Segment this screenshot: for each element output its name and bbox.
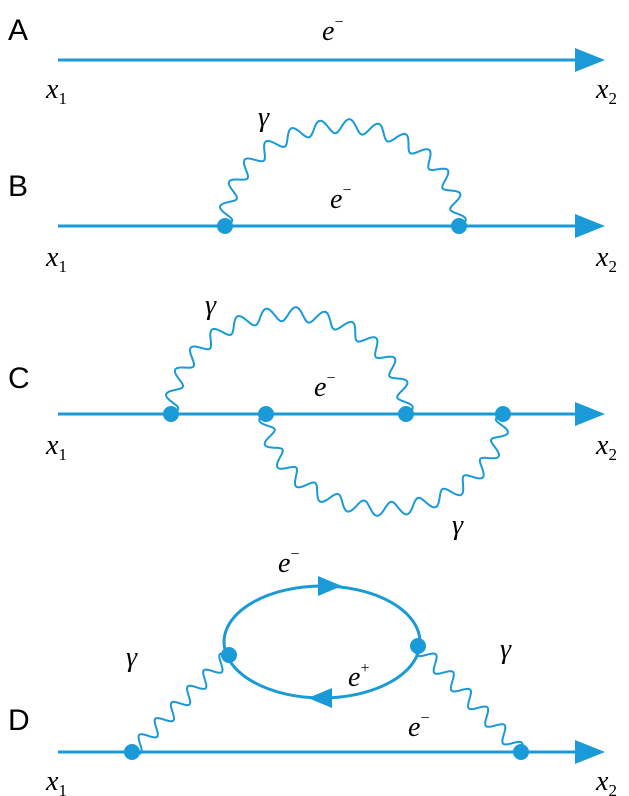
start-point-label: x1 bbox=[45, 766, 67, 796]
panel-label-c: C bbox=[8, 362, 30, 395]
vertex bbox=[398, 406, 414, 422]
fermion-loop bbox=[222, 584, 422, 700]
vertex bbox=[451, 218, 467, 234]
photon-label: γ bbox=[258, 102, 270, 133]
end-point-label: x2 bbox=[595, 430, 617, 464]
panel-label-b: B bbox=[8, 170, 28, 203]
loop-arrow-bottom bbox=[308, 688, 332, 708]
electron-label: e− bbox=[322, 14, 343, 47]
end-point-label: x2 bbox=[595, 242, 617, 276]
photon-line bbox=[415, 645, 524, 753]
panel-label-d: D bbox=[8, 704, 30, 737]
panel-label-a: A bbox=[8, 14, 28, 47]
vertex bbox=[513, 744, 529, 760]
arrowhead bbox=[575, 48, 605, 72]
electron-label: e− bbox=[330, 182, 351, 215]
photon-line bbox=[131, 652, 230, 755]
vertex bbox=[258, 406, 274, 422]
vertex bbox=[217, 218, 233, 234]
arrowhead bbox=[575, 402, 605, 426]
vertex bbox=[410, 638, 426, 654]
vertex bbox=[163, 406, 179, 422]
arrowhead bbox=[575, 740, 605, 764]
start-point-label: x1 bbox=[45, 430, 67, 464]
electron-label: e− bbox=[408, 710, 429, 743]
end-point-label: x2 bbox=[595, 74, 617, 108]
vertex bbox=[495, 406, 511, 422]
panel-b: B γ e− x1 x2 bbox=[8, 102, 617, 276]
panel-d: D e− e+ e− γ γ x1 x2 bbox=[8, 546, 617, 796]
panel-a: A e− x1 x2 bbox=[8, 14, 617, 108]
electron-loop-label: e− bbox=[278, 546, 299, 579]
photon-label: γ bbox=[500, 634, 512, 665]
photon-label: γ bbox=[452, 510, 464, 541]
photon-label: γ bbox=[205, 290, 217, 321]
start-point-label: x1 bbox=[45, 74, 67, 108]
arrowhead bbox=[575, 214, 605, 238]
electron-label: e− bbox=[314, 370, 335, 403]
loop-arrow-top bbox=[318, 576, 342, 596]
photon-line bbox=[219, 118, 467, 227]
vertex bbox=[221, 647, 237, 663]
photon-line bbox=[258, 413, 509, 517]
vertex bbox=[124, 744, 140, 760]
panel-c: C γ γ e− x1 x2 bbox=[8, 290, 617, 541]
start-point-label: x1 bbox=[45, 242, 67, 276]
photon-line bbox=[164, 306, 414, 415]
photon-label: γ bbox=[126, 642, 138, 673]
end-point-label: x2 bbox=[595, 766, 617, 796]
positron-label: e+ bbox=[348, 660, 369, 693]
